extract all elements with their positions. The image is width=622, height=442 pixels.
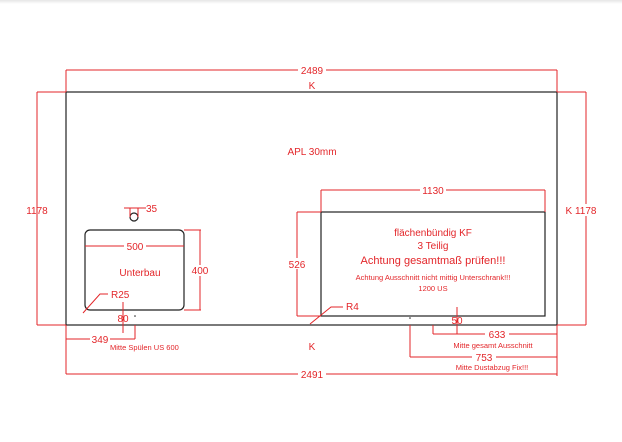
extractor-center-dimension: 753 Mitte Dustabzug Fix!!! — [409, 325, 557, 372]
left-depth-label: 1178 — [26, 206, 48, 217]
cutout-width-label: 1130 — [422, 186, 444, 197]
cutout-depth-label: 526 — [289, 260, 306, 271]
tap-hole-label: 35 — [146, 204, 158, 215]
bottom-edge-label: K — [309, 342, 316, 353]
sink-depth-label: 400 — [192, 266, 209, 277]
cutout-center-dimension: 633 Mitte gesamt Ausschnitt — [432, 325, 557, 350]
right-depth-label: K 1178 — [566, 206, 597, 217]
left-depth-dimension: 1178 — [26, 91, 66, 326]
sink-center-label: 349 — [92, 335, 109, 346]
sink-radius-label: R25 — [111, 290, 130, 301]
cutout-note-3: Achtung gesamtmaß prüfen!!! — [361, 255, 506, 267]
extractor-center-note: Mitte Dustabzug Fix!!! — [456, 363, 529, 372]
top-width-label: 2489 — [301, 66, 324, 77]
cutout-center-note: Mitte gesamt Ausschnitt — [453, 341, 533, 350]
sink-width-label: 500 — [127, 242, 144, 253]
bottom-width-dimension: 2491 — [65, 325, 558, 381]
top-width-dimension: 2489 — [65, 64, 558, 92]
bottom-width-label: 2491 — [301, 370, 324, 381]
material-label: APL 30mm — [287, 147, 336, 158]
cutout-small-note-1: Achtung Ausschnitt nicht mittig Untersch… — [356, 273, 511, 282]
cutout-note-1: flächenbündig KF — [394, 228, 472, 239]
sink-type-label: Unterbau — [119, 268, 160, 279]
countertop-outline — [65, 91, 558, 326]
large-cutout: 1130 526 R4 flächenbündig KF 3 Teilig Ac… — [285, 184, 546, 334]
cutout-note-2: 3 Teilig — [418, 241, 449, 252]
cutout-small-note-2: 1200 US — [418, 284, 447, 293]
sink-cutout: 500 400 Unterbau R25 80 — [82, 229, 212, 333]
cutout-center-label: 633 — [489, 330, 506, 341]
cutout-radius-label: R4 — [346, 302, 359, 313]
sink-center-note: Mitte Spülen US 600 — [110, 343, 179, 352]
sink-front-offset-label: 80 — [117, 314, 129, 325]
extractor-center-label: 753 — [476, 353, 493, 364]
top-edge-label: K — [309, 81, 316, 92]
tap-hole: 35 — [124, 204, 158, 222]
right-depth-dimension: K 1178 — [557, 91, 600, 326]
viewer-top-edge — [0, 0, 622, 4]
sink-center-dimension: 349 Mitte Spülen US 600 — [66, 325, 179, 352]
cutout-front-offset-label: 50 — [451, 316, 463, 327]
